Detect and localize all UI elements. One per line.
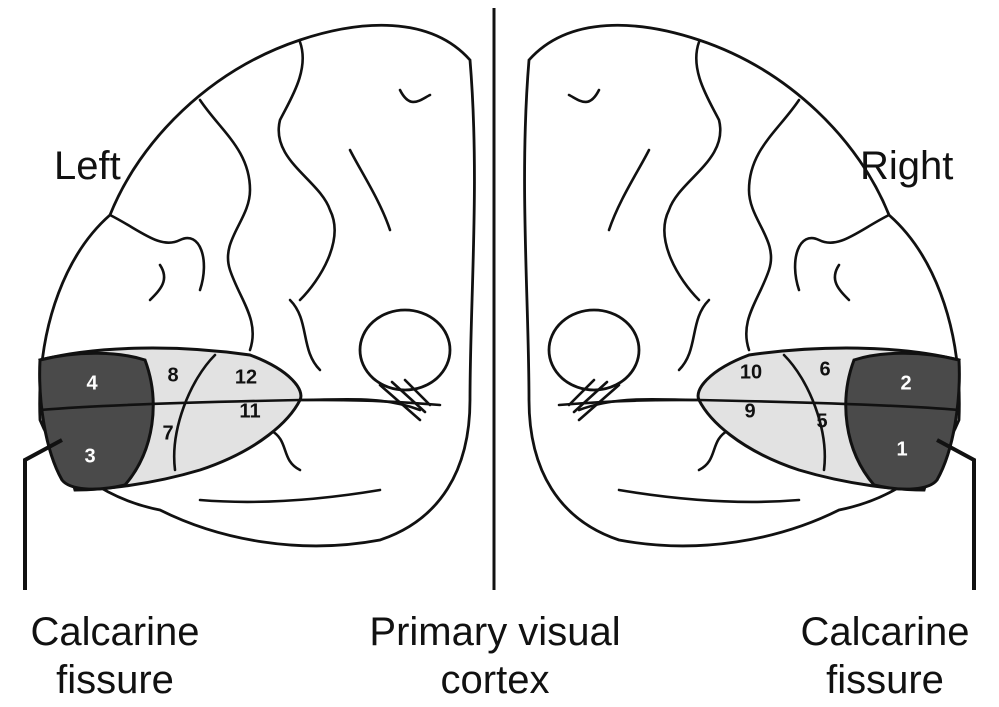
region-label-8: 8 <box>167 364 178 386</box>
region-label-5: 5 <box>816 410 827 432</box>
region-label-10: 10 <box>740 361 762 383</box>
calcarine-fissure-label-right: Calcarine fissure <box>780 608 990 704</box>
calcarine-fissure-label-left: Calcarine fissure <box>10 608 220 704</box>
region-label-6: 6 <box>819 358 830 380</box>
region-label-3: 3 <box>84 445 95 467</box>
primary-visual-cortex-label: Primary visual cortex <box>330 608 660 704</box>
hemisphere-label-right: Right <box>860 142 953 190</box>
region-label-7: 7 <box>162 422 173 444</box>
callout-line-2: fissure <box>780 656 990 704</box>
callout-line-2: fissure <box>10 656 220 704</box>
region-label-2: 2 <box>900 372 911 394</box>
left-cuneus <box>360 310 450 390</box>
region-label-11: 11 <box>239 400 260 422</box>
region-label-9: 9 <box>744 400 755 422</box>
left-hemisphere: 4 3 8 7 12 11 <box>25 25 474 590</box>
hemisphere-label-left: Left <box>54 142 121 190</box>
region-label-1: 1 <box>896 438 907 460</box>
center-label-line-2: cortex <box>330 656 660 704</box>
region-label-4: 4 <box>86 372 98 394</box>
region-label-12: 12 <box>235 366 257 388</box>
callout-line-1: Calcarine <box>10 608 220 656</box>
right-hemisphere <box>525 25 974 590</box>
center-label-line-1: Primary visual <box>330 608 660 656</box>
callout-line-1: Calcarine <box>780 608 990 656</box>
